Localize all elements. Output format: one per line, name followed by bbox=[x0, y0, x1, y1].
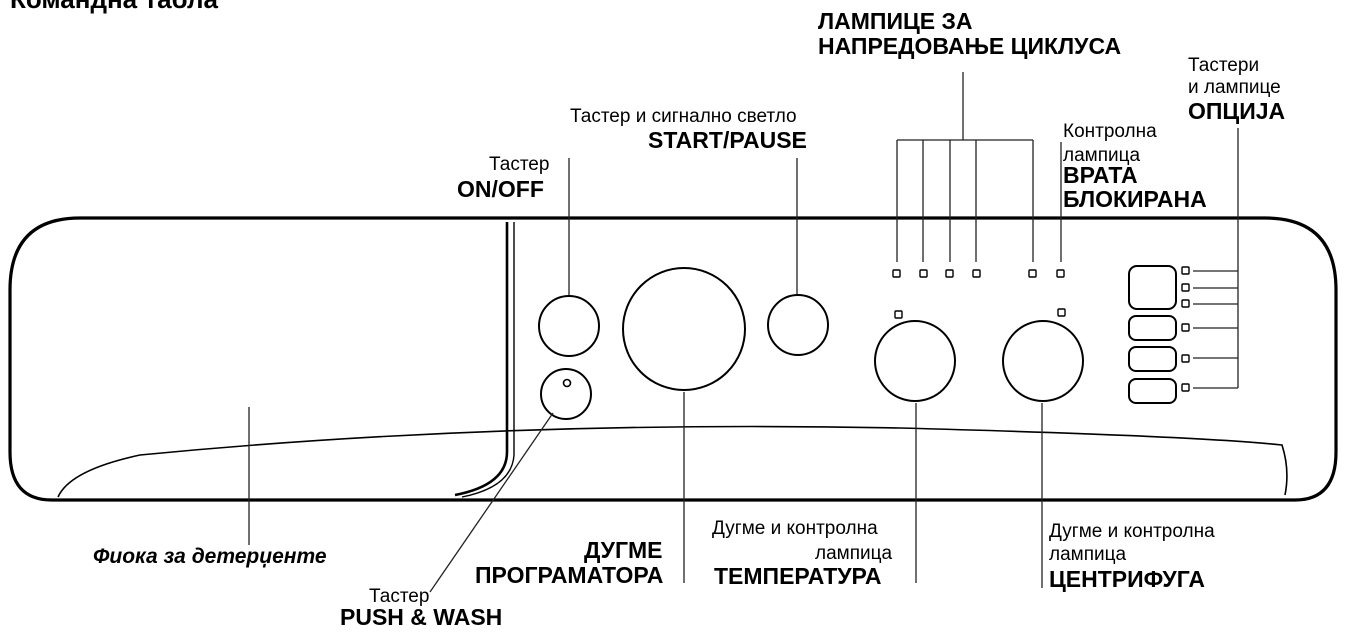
option-button bbox=[1128, 346, 1177, 372]
cycle-lamp bbox=[945, 269, 954, 278]
door-locked-label-line1: Контролна bbox=[1063, 121, 1157, 142]
option-lamp bbox=[1181, 323, 1190, 332]
options-label-line3: ОПЦИЈА bbox=[1188, 98, 1286, 124]
page-title: Командна табла bbox=[10, 0, 218, 15]
detergent-drawer-label: Фиока за детерџенте bbox=[93, 545, 327, 568]
on-off-label-line2: ON/OFF bbox=[457, 176, 544, 202]
option-lamp bbox=[1181, 354, 1190, 363]
option-button bbox=[1128, 315, 1177, 341]
cycle-lamp bbox=[892, 269, 901, 278]
door-locked-lamp bbox=[1056, 269, 1065, 278]
cycle-lamp bbox=[919, 269, 928, 278]
option-lamp bbox=[1181, 383, 1190, 392]
option-button bbox=[1128, 265, 1177, 310]
spin-label-line2: лампица bbox=[1049, 544, 1127, 565]
options-label-line1: Тастери bbox=[1188, 55, 1260, 76]
cycle-lamps-label-line1: ЛАМПИЦЕ ЗА bbox=[818, 8, 973, 34]
leader-line bbox=[429, 412, 554, 593]
option-lamp bbox=[1181, 266, 1190, 275]
program-knob bbox=[622, 267, 746, 391]
door-locked-label-line2: лампица bbox=[1063, 145, 1141, 166]
spin-knob bbox=[1002, 320, 1084, 402]
spin-lamp bbox=[1057, 308, 1066, 317]
panel-outline bbox=[8, 216, 1338, 502]
cycle-lamp bbox=[972, 269, 981, 278]
panel-lip bbox=[57, 425, 1288, 498]
on-off-label-line1: Тастер bbox=[489, 154, 550, 175]
start-pause-button bbox=[767, 294, 829, 356]
temperature-label-line1: Дугме и контролна bbox=[712, 518, 878, 539]
temperature-label-line3: ТЕМПЕРАТУРА bbox=[714, 563, 882, 589]
options-label-line2: и лампице bbox=[1188, 77, 1281, 98]
option-lamp bbox=[1181, 299, 1190, 308]
cycle-lamps-label-line2: НАПРЕДОВАЊЕ ЦИКЛУСА bbox=[818, 33, 1122, 59]
temperature-label-line2: лампица bbox=[815, 543, 893, 564]
spin-label-line1: Дугме и контролна bbox=[1049, 521, 1215, 542]
push-wash-label-line2: PUSH & WASH bbox=[340, 604, 503, 630]
option-lamp bbox=[1181, 283, 1190, 292]
drawer-edge bbox=[454, 222, 509, 497]
option-button bbox=[1128, 378, 1177, 404]
start-pause-label-line1: Тастер и сигнално светло bbox=[570, 106, 797, 127]
drawer-edge-inner bbox=[461, 222, 515, 498]
push-wash-button bbox=[540, 368, 592, 420]
program-knob-label-line2: ПРОГРАМАТОРА bbox=[475, 562, 664, 588]
start-pause-label-line2: START/PAUSE bbox=[648, 127, 807, 153]
program-knob-label-line1: ДУГМЕ bbox=[584, 537, 663, 563]
push-wash-label-line1: Тастер bbox=[369, 586, 430, 607]
temperature-knob bbox=[874, 320, 956, 402]
door-locked-label-line4: БЛОКИРАНА bbox=[1063, 186, 1207, 212]
door-locked-label-line3: ВРАТА bbox=[1063, 162, 1138, 188]
temperature-lamp bbox=[894, 310, 903, 319]
spin-label-line3: ЦЕНТРИФУГА bbox=[1049, 566, 1205, 592]
on-off-button bbox=[538, 295, 600, 357]
cycle-lamp bbox=[1028, 269, 1037, 278]
push-wash-indicator bbox=[562, 378, 572, 388]
